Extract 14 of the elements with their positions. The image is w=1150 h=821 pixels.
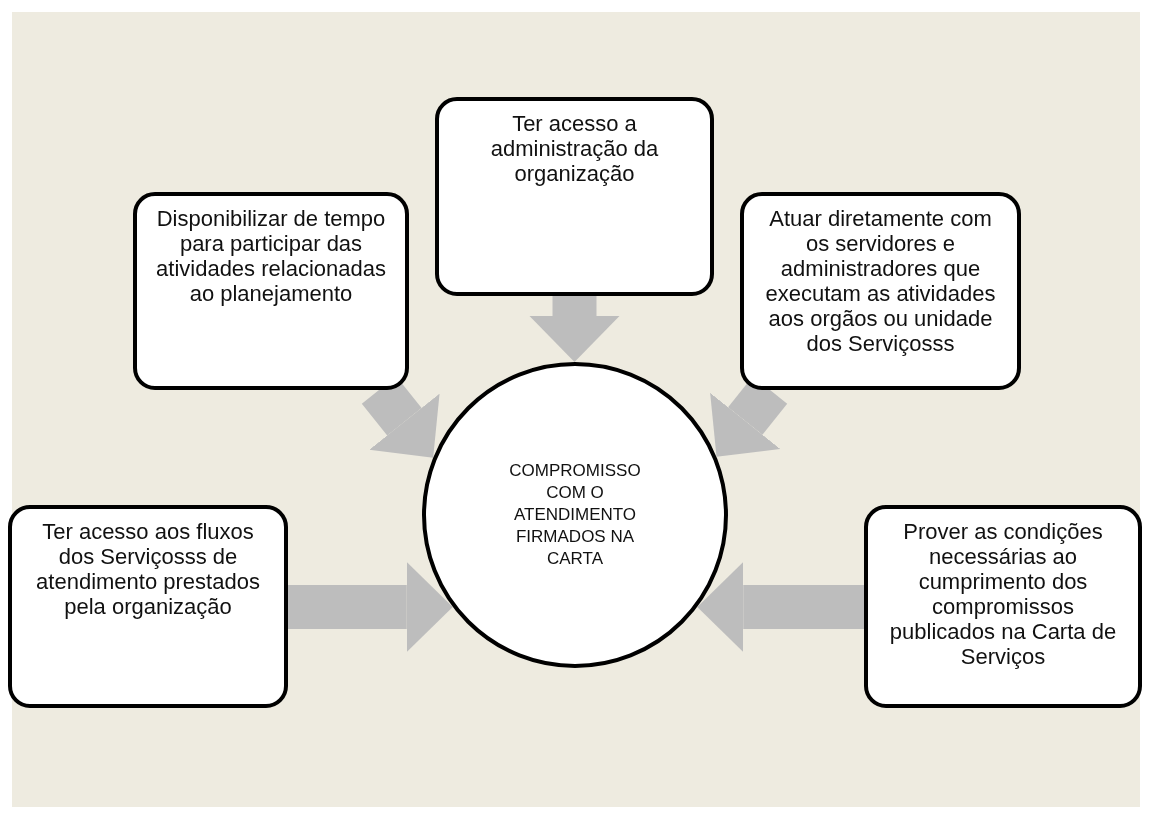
node-text: Disponibilizar de tempo para participar das atividades relacionadas ao planejamento <box>155 206 387 306</box>
text-box <box>740 192 1021 390</box>
node-text: COMPROMISSO COM O ATENDIMENTO FIRMADOS NA CARTA <box>508 460 642 570</box>
block-arrow <box>697 562 864 652</box>
block-arrow <box>288 562 453 652</box>
node-text: Atuar diretamente com os servidores e administradores que executam as atividades aos orgãos ou unidade dos Serviçosss <box>764 206 997 356</box>
node-text: Prover as condições necessárias ao cumprimento dos compromissos publicados na Carta de Serviços <box>888 519 1118 669</box>
node-text: Ter acesso a administração da organização <box>489 111 660 186</box>
text-box <box>133 192 409 390</box>
text-box <box>8 505 288 708</box>
text-box <box>435 97 714 296</box>
text-box <box>864 505 1142 708</box>
block-arrow <box>529 296 620 362</box>
node-text: Ter acesso aos fluxos dos Serviçosss de atendimento prestados pela organização <box>35 519 261 619</box>
